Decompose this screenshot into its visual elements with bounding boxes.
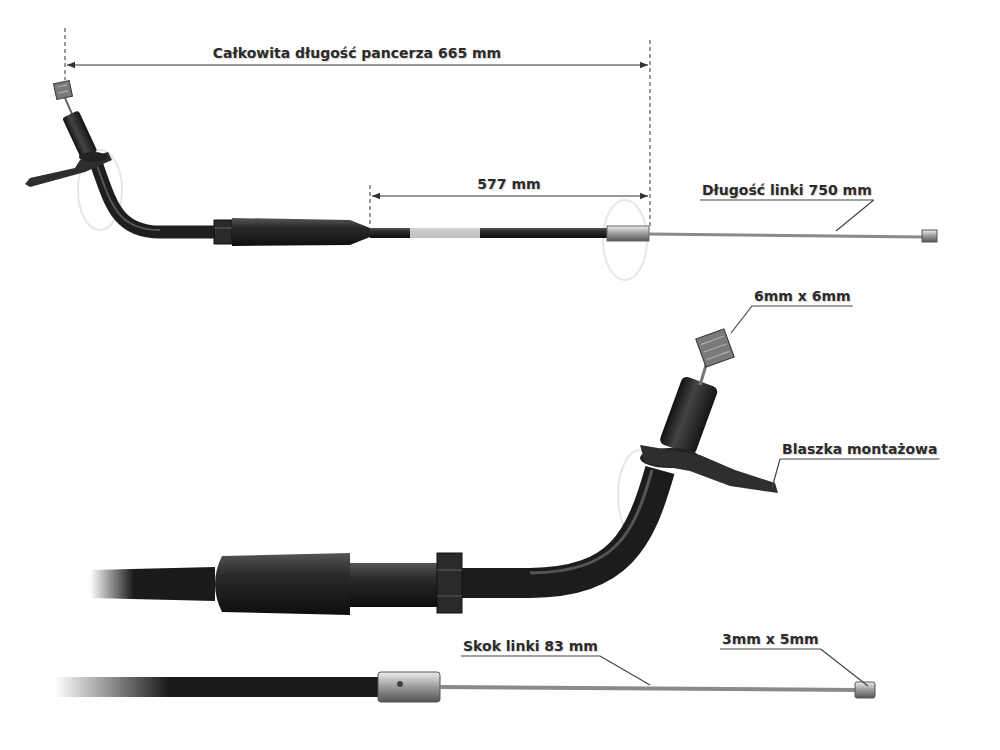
label-underline [720, 648, 821, 649]
callout-label: 6mm x 6mm [752, 287, 853, 305]
leader-line [731, 306, 752, 333]
label-underline [461, 655, 600, 656]
label-underline [700, 199, 874, 200]
leader-line [600, 656, 650, 685]
dimension-label: Całkowita długość pancerza 665 mm [211, 44, 503, 62]
dimension-label: 577 mm [475, 175, 542, 193]
leader-line [821, 649, 868, 686]
label-underline [752, 305, 853, 306]
callout-label: Długość linki 750 mm [700, 181, 874, 199]
leader-line [772, 459, 780, 488]
callout-label: 3mm x 5mm [720, 630, 821, 648]
callout-label: Blaszka montażowa [780, 440, 940, 458]
leader-line [836, 200, 874, 231]
callout-label: Skok linki 83 mm [461, 637, 600, 655]
label-underline [780, 458, 940, 459]
